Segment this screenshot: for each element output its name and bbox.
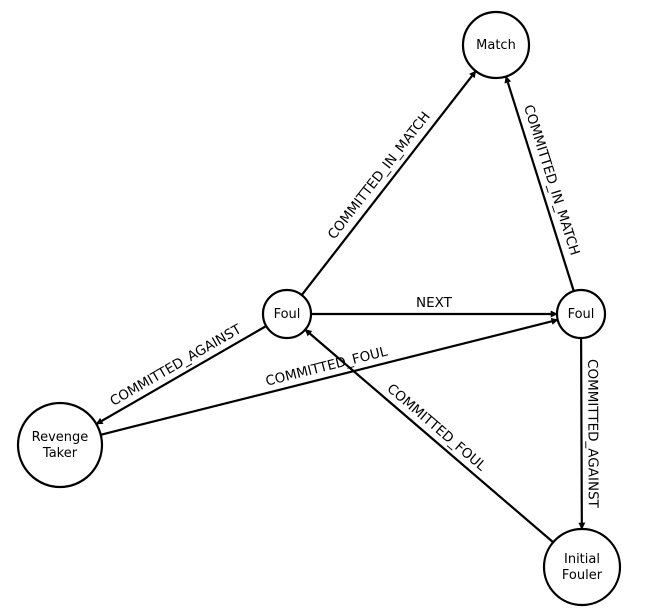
edge-line [100,317,559,436]
node-foul_a[interactable]: Foul [261,288,313,340]
edge-label: COMMITTED_FOUL [384,381,490,475]
edge-label: COMMITTED_AGAINST [584,359,601,509]
edge-fa_revenge: COMMITTED_AGAINST [95,321,267,425]
node-circle [461,10,531,80]
edge-line [504,75,575,292]
edge-label: COMMITTED_IN_MATCH [520,103,583,257]
edge-line [304,328,554,544]
edge-fa_fb: NEXT [311,295,558,318]
node-circle [555,288,607,340]
node-label: Match [476,38,516,53]
edges-layer: COMMITTED_IN_MATCH COMMITTED_IN_MATCH NEXT… [95,70,601,544]
edge-initial_fa: COMMITTED_FOUL [304,328,554,544]
node-match[interactable]: Match [461,10,531,80]
node-label: Foul [274,307,301,322]
edge-line [578,337,586,530]
edge-label: NEXT [416,295,453,311]
edge-fa_match: COMMITTED_IN_MATCH [300,70,477,296]
edge-line [300,70,477,296]
edge-line [95,325,267,425]
edge-label: COMMITTED_AGAINST [107,321,245,410]
edge-label: COMMITTED_IN_MATCH [325,109,434,243]
edge-fb_initial: COMMITTED_AGAINST [578,337,601,530]
node-circle [261,288,313,340]
node-circle [542,527,622,607]
node-foul_b[interactable]: Foul [555,288,607,340]
node-circle [16,401,104,489]
edge-fb_match: COMMITTED_IN_MATCH [504,75,583,292]
node-label: Foul [568,307,595,322]
